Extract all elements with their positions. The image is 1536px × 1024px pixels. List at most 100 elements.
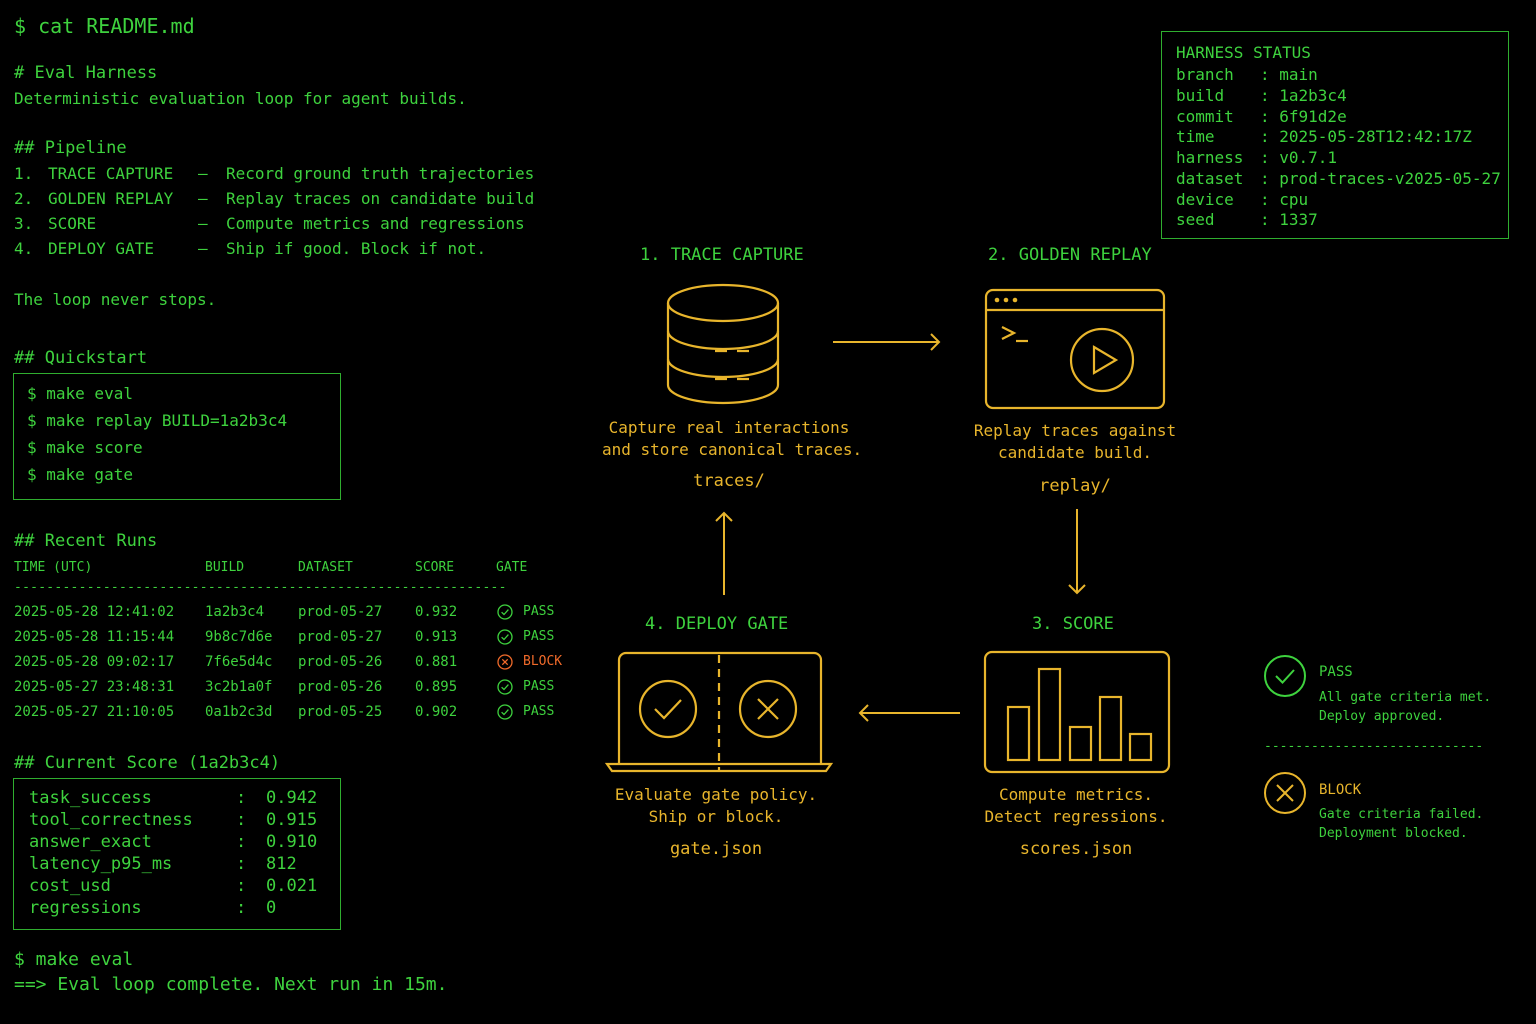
run-gate-status: BLOCK [523,654,563,669]
stage-desc: and store canonical traces. [602,440,863,459]
status-value: : cpu [1260,190,1309,209]
arrow-up-icon [715,511,733,595]
status-value: : 1a2b3c4 [1260,86,1347,105]
readme-description: Deterministic evaluation loop for agent … [14,89,467,108]
arrow-right-icon [833,333,941,351]
stage-desc: Compute metrics. [998,785,1154,804]
run-gate-status: PASS [523,679,555,694]
metric-value: 0.942 [266,788,318,808]
stage-desc: Ship or block. [648,807,784,826]
harness-status-panel: HARNESS STATUS branch : main build : 1a2… [1161,31,1509,239]
column-header-dataset: DATASET [298,560,353,575]
stage-output-path: scores.json [1019,839,1133,859]
quickstart-command[interactable]: $ make gate [27,465,133,484]
status-key: dataset [1176,169,1244,188]
stage-output-path: gate.json [669,839,763,859]
pipeline-heading: ## Pipeline [14,138,127,158]
metric-separator: : [236,810,247,830]
terminal-play-icon [984,288,1166,410]
pipeline-step-name: DEPLOY GATE [48,239,154,258]
column-header-gate: GATE [496,560,528,575]
run-score: 0.913 [415,629,458,645]
status-key: build [1176,86,1225,105]
run-build: 7f6e5d4c [205,654,273,670]
legend-block-label: BLOCK [1319,782,1362,798]
metric-name: answer_exact [29,832,152,852]
run-time: 2025-05-27 21:10:05 [14,704,175,720]
run-dataset: prod-05-27 [298,629,383,645]
legend-pass-label: PASS [1319,664,1353,680]
column-header-build: BUILD [205,560,245,575]
metric-name: tool_correctness [29,810,193,830]
pipeline-step-num: 3. [14,214,34,233]
final-output: ==> Eval loop complete. Next run in 15m. [14,974,448,995]
stage-desc: Replay traces against [973,421,1177,440]
metric-name: regressions [29,898,142,918]
stage-title: 2. GOLDEN REPLAY [988,245,1152,265]
status-value: : 6f91d2e [1260,107,1347,126]
quickstart-command[interactable]: $ make replay BUILD=1a2b3c4 [27,411,288,430]
run-gate-status: PASS [523,604,555,619]
check-circle-icon [497,704,513,720]
bar-chart-icon [983,650,1171,774]
status-value: : v0.7.1 [1260,148,1338,167]
legend-block-desc: Gate criteria failed. [1319,807,1484,822]
table-divider: ----------------------------------------… [14,580,507,595]
run-dataset: prod-05-26 [298,679,383,695]
pass-check-icon [1264,655,1306,697]
metric-separator: : [236,898,247,918]
run-gate-status: PASS [523,629,555,644]
recent-runs-heading: ## Recent Runs [14,531,158,551]
run-build: 9b8c7d6e [205,629,273,645]
loop-note: The loop never stops. [14,290,217,309]
arrow-left-icon [858,704,960,722]
quickstart-command[interactable]: $ make score [27,438,143,457]
quickstart-heading: ## Quickstart [14,348,148,368]
run-score: 0.932 [415,604,458,620]
legend-pass-desc: All gate criteria met. [1319,690,1492,705]
metric-name: cost_usd [29,876,111,896]
metric-value: 0.021 [266,876,318,896]
run-time: 2025-05-27 23:48:31 [14,679,175,695]
stage-desc: Capture real interactions [608,418,850,437]
gate-laptop-icon [604,651,834,773]
status-key: device [1176,190,1234,209]
status-key: seed [1176,210,1215,229]
run-score: 0.902 [415,704,458,720]
pipeline-step-name: SCORE [48,214,97,233]
check-circle-icon [497,629,513,645]
pipeline-step-dash: – [198,164,208,183]
run-build: 1a2b3c4 [205,604,265,620]
run-time: 2025-05-28 09:02:17 [14,654,175,670]
pipeline-step-desc: Replay traces on candidate build [226,189,535,208]
metric-value: 0 [266,898,277,918]
metric-separator: : [236,832,247,852]
pipeline-step-num: 1. [14,164,34,183]
arrow-down-icon [1068,509,1086,595]
x-circle-icon [497,654,513,670]
check-circle-icon [497,679,513,695]
quickstart-command[interactable]: $ make eval [27,384,133,403]
run-score: 0.881 [415,654,458,670]
metric-value: 0.915 [266,810,318,830]
metric-separator: : [236,788,247,808]
stage-desc: Evaluate gate policy. [614,785,818,804]
run-score: 0.895 [415,679,458,695]
status-value: : 2025-05-28T12:42:17Z [1260,127,1472,146]
current-score-heading: ## Current Score (1a2b3c4) [14,753,281,773]
status-key: time [1176,127,1215,146]
metric-separator: : [236,876,247,896]
run-time: 2025-05-28 12:41:02 [14,604,175,620]
pipeline-step-dash: – [198,239,208,258]
stage-output-path: traces/ [693,471,765,491]
status-value: : 1337 [1260,210,1318,229]
stage-title: 1. TRACE CAPTURE [640,245,804,265]
stage-output-path: replay/ [1039,476,1111,496]
column-header-time: TIME (UTC) [14,560,93,575]
legend-divider: ---------------------------- [1264,739,1484,754]
pipeline-step-desc: Record ground truth trajectories [226,164,535,183]
status-key: branch [1176,65,1234,84]
status-key: commit [1176,107,1234,126]
legend-pass-desc: Deploy approved. [1319,709,1445,724]
final-command: $ make eval [14,949,134,970]
